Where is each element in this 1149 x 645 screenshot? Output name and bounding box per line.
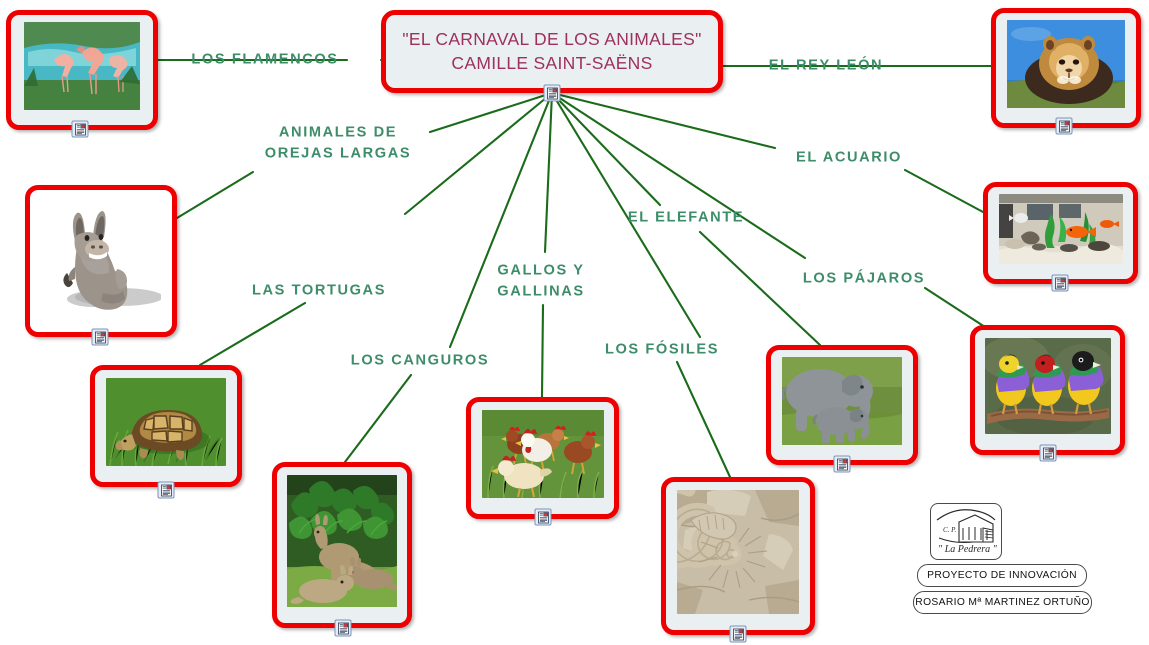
edge-acuario-seg2	[903, 168, 985, 214]
donkey-photo	[41, 197, 161, 317]
logo-line1: C. P.	[943, 526, 957, 534]
chickens-photo	[481, 410, 604, 498]
edge-label-flamencos: LOS FLAMENCOS	[191, 51, 339, 68]
kangaroos-photo	[287, 475, 397, 607]
edge-canguros-seg2	[343, 373, 413, 464]
school-logo: C. P. " La Pedrera "	[930, 503, 1002, 560]
edge-label-elefante: EL ELEFANTE	[627, 209, 745, 226]
edge-elefante-seg1	[550, 91, 662, 207]
lion-photo	[1007, 20, 1125, 108]
edge-label-tortugas: LAS TORTUGAS	[251, 282, 387, 299]
central-topic-node[interactable]: "EL CARNAVAL DE LOS ANIMALES" CAMILLE SA…	[381, 10, 723, 93]
note-document-icon[interactable]	[334, 619, 352, 637]
note-document-icon[interactable]	[71, 120, 89, 138]
finches-photo	[984, 338, 1111, 434]
edge-pajaros-seg1	[550, 91, 807, 260]
fossil-photo	[677, 490, 799, 614]
edge-orejas-seg1	[428, 91, 554, 134]
pill-autora[interactable]: ROSARIO Mª MARTINEZ ORTUÑO	[913, 591, 1092, 614]
page-title: "EL CARNAVAL DE LOS ANIMALES" CAMILLE SA…	[402, 29, 702, 73]
edge-orejas-seg2	[175, 170, 255, 220]
image-node-tortugas[interactable]	[90, 365, 242, 487]
image-node-elefante[interactable]	[766, 345, 918, 465]
edge-label-acuario: EL ACUARIO	[796, 149, 902, 166]
note-document-icon[interactable]	[1055, 117, 1073, 135]
edge-label-orejas: ANIMALES DE OREJAS LARGAS	[264, 124, 412, 161]
pill-proyecto-innovacion[interactable]: PROYECTO DE INNOVACIÓN	[917, 564, 1087, 587]
note-document-icon[interactable]	[1051, 274, 1069, 292]
aquarium-photo	[998, 194, 1123, 264]
image-node-fosiles[interactable]	[661, 477, 815, 635]
image-node-gallos[interactable]	[466, 397, 619, 519]
image-node-flamencos[interactable]	[6, 10, 158, 130]
note-document-icon[interactable]	[534, 508, 552, 526]
image-node-pajaros[interactable]	[970, 325, 1125, 455]
image-node-acuario[interactable]	[983, 182, 1138, 284]
edge-label-pajaros: LOS PÁJAROS	[802, 270, 926, 287]
note-document-icon[interactable]	[729, 625, 747, 643]
edge-gallos-seg1	[543, 91, 554, 254]
note-document-icon[interactable]	[157, 481, 175, 499]
edge-label-gallos: GALLOS Y GALLINAS	[497, 262, 585, 299]
tortoise-photo	[106, 378, 226, 466]
logo-line2: " La Pedrera "	[938, 544, 998, 555]
edge-tortugas-seg2	[198, 301, 307, 367]
image-node-orejas[interactable]	[25, 185, 177, 337]
flamingos-photo	[24, 22, 140, 110]
note-document-icon[interactable]	[543, 84, 561, 102]
image-node-reyleon[interactable]	[991, 8, 1141, 128]
edge-gallos-seg2	[540, 303, 545, 399]
edge-canguros-seg1	[448, 91, 554, 349]
edge-label-fosiles: LOS FÓSILES	[604, 341, 720, 358]
note-document-icon[interactable]	[91, 328, 109, 346]
edge-tortugas-seg1	[403, 91, 554, 216]
note-document-icon[interactable]	[1039, 444, 1057, 462]
image-node-canguros[interactable]	[272, 462, 412, 628]
edge-acuario-seg1	[550, 91, 777, 150]
edge-label-reyleon: EL REY LEÓN	[768, 57, 884, 74]
note-document-icon[interactable]	[833, 455, 851, 473]
edge-label-canguros: LOS CANGUROS	[350, 352, 490, 369]
elephants-photo	[782, 357, 902, 445]
school-building-icon: C. P. " La Pedrera "	[936, 509, 998, 555]
edge-fosiles-seg2	[675, 360, 732, 479]
